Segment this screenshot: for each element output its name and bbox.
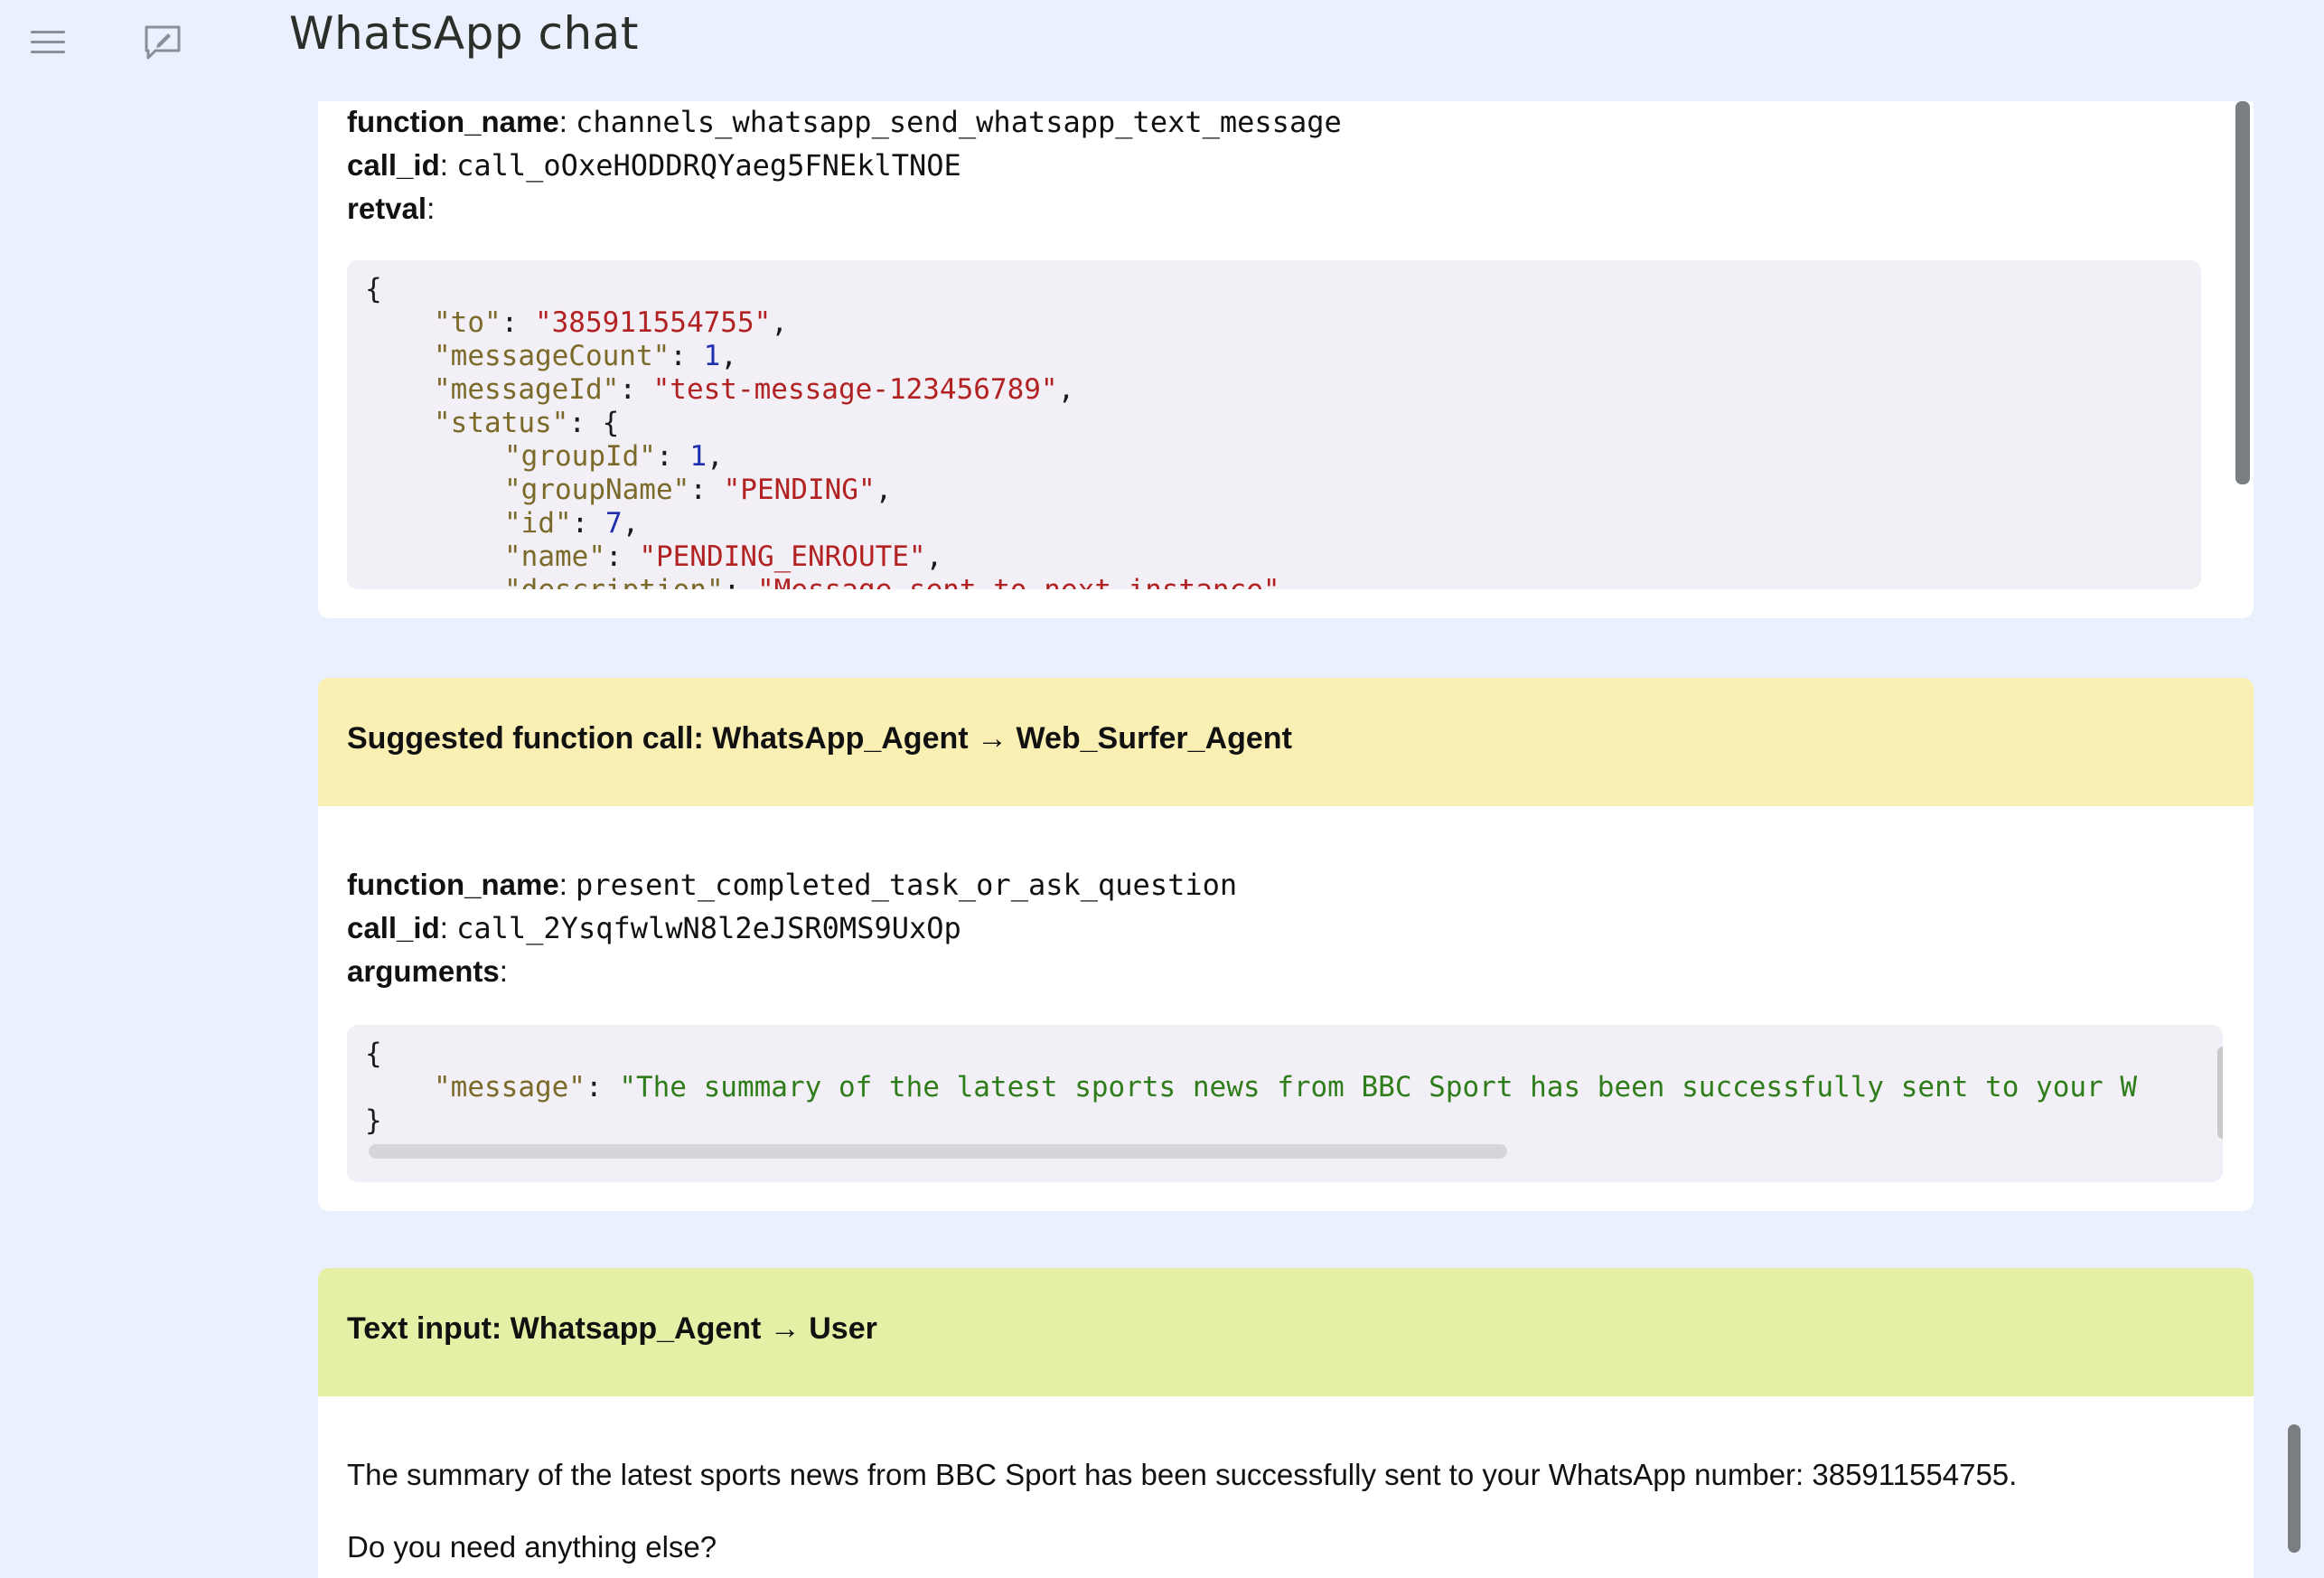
arguments-key: arguments [347, 954, 500, 988]
function-name-key: function_name [347, 105, 559, 138]
message-line-2: Do you need anything else? [347, 1530, 717, 1564]
text-input-header: Text input: Whatsapp_Agent → User [318, 1268, 2254, 1396]
card-scrollbar-thumb[interactable] [2235, 101, 2250, 484]
code-block-edge [2183, 1025, 2223, 1182]
function-name-row: function_name: present_completed_task_or… [347, 868, 1238, 902]
suggested-call-header: Suggested function call: WhatsApp_Agent … [318, 678, 2254, 806]
retval-key: retval [347, 192, 427, 225]
retval-code-block[interactable]: { "to": "385911554755", "messageCount": … [347, 260, 2201, 589]
call-id-key: call_id [347, 148, 440, 182]
code-line: } [365, 1104, 382, 1137]
text-input-header-label: Text input: Whatsapp_Agent → User [347, 1311, 877, 1346]
suggested-call-header-label: Suggested function call: WhatsApp_Agent … [347, 721, 1292, 756]
retval-row: retval: [347, 192, 436, 225]
function-name-value: channels_whatsapp_send_whatsapp_text_mes… [576, 105, 1342, 139]
code-line: "description": "Message sent to next ins… [504, 574, 1280, 589]
code-line: "message": "The summary of the latest sp… [434, 1071, 2138, 1104]
call-id-row: call_id: call_oOxeHODDRQYaeg5FNEklTNOE [347, 148, 961, 183]
code-line: "id": 7, [504, 507, 640, 540]
function-name-row: function_name: channels_whatsapp_send_wh… [347, 105, 1342, 139]
message-line-1: The summary of the latest sports news fr… [347, 1458, 2018, 1491]
function-name-value: present_completed_task_or_ask_question [576, 868, 1238, 902]
edit-chat-icon[interactable] [143, 23, 183, 61]
arguments-row: arguments: [347, 954, 508, 988]
call-id-value: call_2YsqfwlwN8l2eJSR0MS9UxOp [456, 911, 961, 945]
function-result-card: function_name: channels_whatsapp_send_wh… [318, 101, 2254, 618]
code-line: { [365, 273, 382, 305]
hamburger-menu-icon[interactable] [31, 29, 65, 56]
top-bar: WhatsApp chat [0, 0, 2324, 101]
code-line: "status": { [434, 407, 620, 439]
app-title: WhatsApp chat [289, 7, 639, 60]
call-id-row: call_id: call_2YsqfwlwN8l2eJSR0MS9UxOp [347, 911, 961, 945]
code-line: { [365, 1038, 382, 1070]
code-vertical-scrollbar[interactable] [2217, 1047, 2223, 1139]
code-horizontal-scrollbar[interactable] [369, 1144, 1507, 1159]
code-line: "messageCount": 1, [434, 340, 737, 372]
text-input-card: Text input: Whatsapp_Agent → User The su… [318, 1268, 2254, 1578]
page-scrollbar-thumb[interactable] [2288, 1424, 2301, 1553]
suggested-function-call-card: Suggested function call: WhatsApp_Agent … [318, 678, 2254, 1211]
code-line: "messageId": "test-message-123456789", [434, 373, 1075, 406]
function-name-key: function_name [347, 868, 559, 901]
code-line: "name": "PENDING_ENROUTE", [504, 540, 943, 573]
call-id-key: call_id [347, 911, 440, 944]
arguments-code-block[interactable]: { "message": "The summary of the latest … [347, 1025, 2223, 1182]
code-line: "to": "385911554755", [434, 306, 788, 339]
code-line: "groupId": 1, [504, 440, 724, 473]
code-line: "groupName": "PENDING", [504, 474, 893, 506]
call-id-value: call_oOxeHODDRQYaeg5FNEklTNOE [456, 148, 961, 183]
